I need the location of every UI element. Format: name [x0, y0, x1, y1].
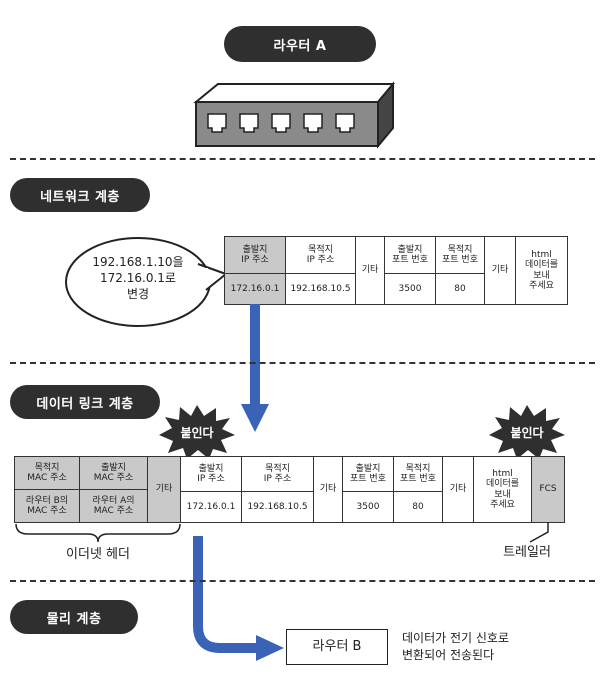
burst-right-icon: [489, 405, 565, 459]
bent-arrow-icon: [193, 536, 284, 661]
divider-3: [10, 580, 595, 582]
speech-text: 192.168.1.10을 172.16.0.1로 변경: [92, 255, 184, 302]
physical-note: 데이터가 전기 신호로 변환되어 전송된다: [402, 631, 509, 662]
burst-right-text: 붙인다: [510, 426, 544, 440]
divider-2: [10, 362, 595, 364]
network-layer-label: 네트워크 계층: [10, 178, 150, 212]
trailer-label: 트레일러: [503, 545, 551, 560]
frame-src-port-value: 3500: [342, 491, 394, 523]
ip-dst-port-value: 80: [435, 273, 485, 305]
frame-dst-ip-value: 192.168.10.5: [241, 491, 314, 523]
frame-src-mac-header: 출발지 MAC 주소: [79, 456, 148, 490]
frame-src-mac-value: 라우터 A의 MAC 주소: [79, 489, 148, 523]
burst-left-text: 붙인다: [180, 426, 214, 440]
ip-src-port-header: 출발지 포트 번호: [384, 236, 436, 274]
physical-layer-label-text: 물리 계층: [46, 611, 102, 627]
frame-fcs: FCS: [531, 456, 565, 523]
speech-bubble: [65, 237, 228, 327]
ethernet-header-label: 이더넷 헤더: [66, 547, 130, 562]
datalink-layer-label-text: 데이터 링크 계층: [36, 396, 134, 412]
router-b-box: 라우터 B: [286, 629, 388, 665]
ip-etc-2: 기타: [484, 236, 516, 305]
frame-src-port-header: 출발지 포트 번호: [342, 456, 394, 492]
frame-dst-port-header: 목적지 포트 번호: [393, 456, 443, 492]
frame-dst-ip-header: 목적지 IP 주소: [241, 456, 314, 492]
datalink-layer-label: 데이터 링크 계층: [10, 385, 160, 419]
ip-dst-header: 목적지 IP 주소: [285, 236, 356, 274]
frame-data: html 데이터를 보내 주세요: [473, 456, 532, 523]
frame-dst-port-value: 80: [393, 491, 443, 523]
ip-dst-value: 192.168.10.5: [285, 273, 356, 305]
frame-etc-1: 기타: [313, 456, 343, 523]
frame-etc-2: 기타: [442, 456, 474, 523]
ip-dst-port-header: 목적지 포트 번호: [435, 236, 485, 274]
ip-src-header: 출발지 IP 주소: [224, 236, 286, 274]
burst-left-icon: [159, 405, 235, 459]
frame-src-ip-header: 출발지 IP 주소: [180, 456, 242, 492]
network-layer-label-text: 네트워크 계층: [40, 189, 120, 205]
frame-dst-mac-header: 목적지 MAC 주소: [14, 456, 80, 490]
physical-layer-label: 물리 계층: [10, 600, 138, 634]
router-b-label: 라우터 B: [312, 638, 362, 654]
router-icon: [193, 81, 396, 149]
frame-etc-0: 기타: [147, 456, 181, 523]
ip-src-port-value: 3500: [384, 273, 436, 305]
ip-data: html 데이터를 보내 주세요: [515, 236, 568, 305]
ip-src-value: 172.16.0.1: [224, 273, 286, 305]
router-a-label-text: 라우터 A: [273, 38, 327, 54]
trailer-pointer: [529, 522, 549, 543]
ethernet-header-brace: [15, 523, 181, 543]
router-a-label: 라우터 A: [224, 26, 376, 62]
frame-dst-mac-value: 라우터 B의 MAC 주소: [14, 489, 80, 523]
frame-src-ip-value: 172.16.0.1: [180, 491, 242, 523]
down-arrow-icon: [241, 304, 269, 432]
divider-1: [10, 158, 595, 160]
ip-etc-1: 기타: [355, 236, 385, 305]
